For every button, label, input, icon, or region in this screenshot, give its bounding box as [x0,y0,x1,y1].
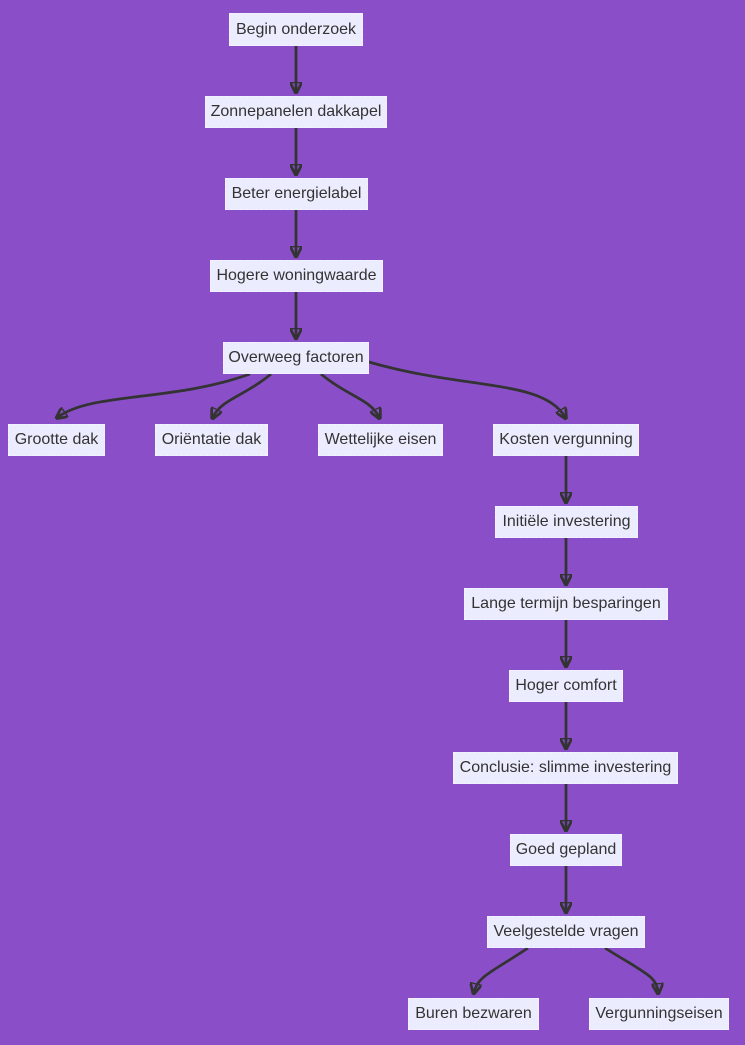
node-buren-bezwaren: Buren bezwaren [408,998,539,1030]
node-begin-onderzoek: Begin onderzoek [229,13,363,46]
edge-overweeg-grootte [58,372,251,417]
edge-overweeg-kosten [368,360,565,417]
edge-veelgestelde-vergunning [604,946,658,992]
edge-veelgestelde-buren [474,946,529,992]
edge-overweeg-wettelijke [320,372,379,417]
node-kosten-vergunning: Kosten vergunning [493,424,639,456]
node-overweeg-factoren: Overweeg factoren [223,342,369,374]
node-vergunningseisen: Vergunningseisen [589,998,729,1030]
node-hoger-comfort: Hoger comfort [509,670,623,702]
node-grootte-dak: Grootte dak [8,424,105,456]
node-hogere-woningwaarde: Hogere woningwaarde [210,260,383,292]
node-wettelijke-eisen: Wettelijke eisen [318,424,443,456]
node-lange-termijn-besparingen: Lange termijn besparingen [464,588,668,620]
node-veelgestelde-vragen: Veelgestelde vragen [487,916,645,948]
node-beter-energielabel: Beter energielabel [225,178,368,210]
node-conclusie-slimme-investering: Conclusie: slimme investering [453,752,678,784]
node-zonnepanelen-dakkapel: Zonnepanelen dakkapel [205,96,387,128]
node-orientatie-dak: Oriëntatie dak [155,424,268,456]
node-goed-gepland: Goed gepland [510,834,622,866]
edge-overweeg-orientatie [213,372,272,417]
node-initiele-investering: Initiële investering [495,506,638,538]
